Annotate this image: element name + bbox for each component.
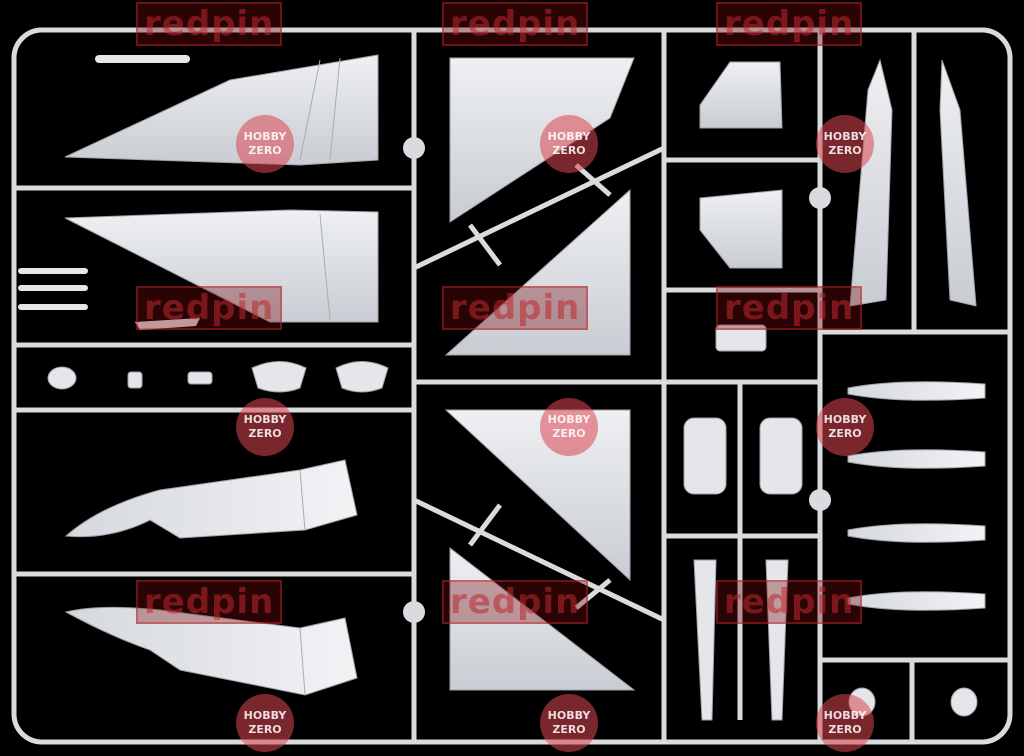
drop-tanks xyxy=(847,381,986,611)
long-strake-right xyxy=(939,59,977,307)
tail-fin-upper xyxy=(699,61,783,129)
small-parts-top-left xyxy=(18,55,200,330)
runner-nodes xyxy=(403,137,831,623)
center-panel-4 xyxy=(449,546,636,691)
fuselage-upper-half xyxy=(64,459,358,539)
fuselage-lower-half xyxy=(64,606,358,696)
watermark-redpin: redpin xyxy=(442,2,589,46)
watermark-redpin: redpin xyxy=(716,2,863,46)
tail-fin-lower xyxy=(699,189,783,269)
intake-parts xyxy=(683,417,803,495)
landing-gear-legs xyxy=(693,559,789,721)
center-panel-3 xyxy=(444,409,631,582)
watermark-redpin: redpin xyxy=(136,2,283,46)
watermark-redpin: redpin xyxy=(716,580,863,624)
sprue-frame xyxy=(11,27,1013,745)
center-panel-2 xyxy=(444,188,631,356)
watermark-redpin: redpin xyxy=(136,286,283,330)
cockpit-part xyxy=(715,324,767,352)
watermark-redpin: redpin xyxy=(442,580,589,624)
center-cross-runners xyxy=(412,145,666,623)
watermark-redpin: redpin xyxy=(716,286,863,330)
small-details-row xyxy=(47,361,389,393)
left-upper-wing xyxy=(64,54,379,166)
long-strake-left xyxy=(849,58,893,307)
watermark-redpin: redpin xyxy=(442,286,589,330)
right-upper-wing xyxy=(64,209,379,323)
watermark-redpin: redpin xyxy=(136,580,283,624)
